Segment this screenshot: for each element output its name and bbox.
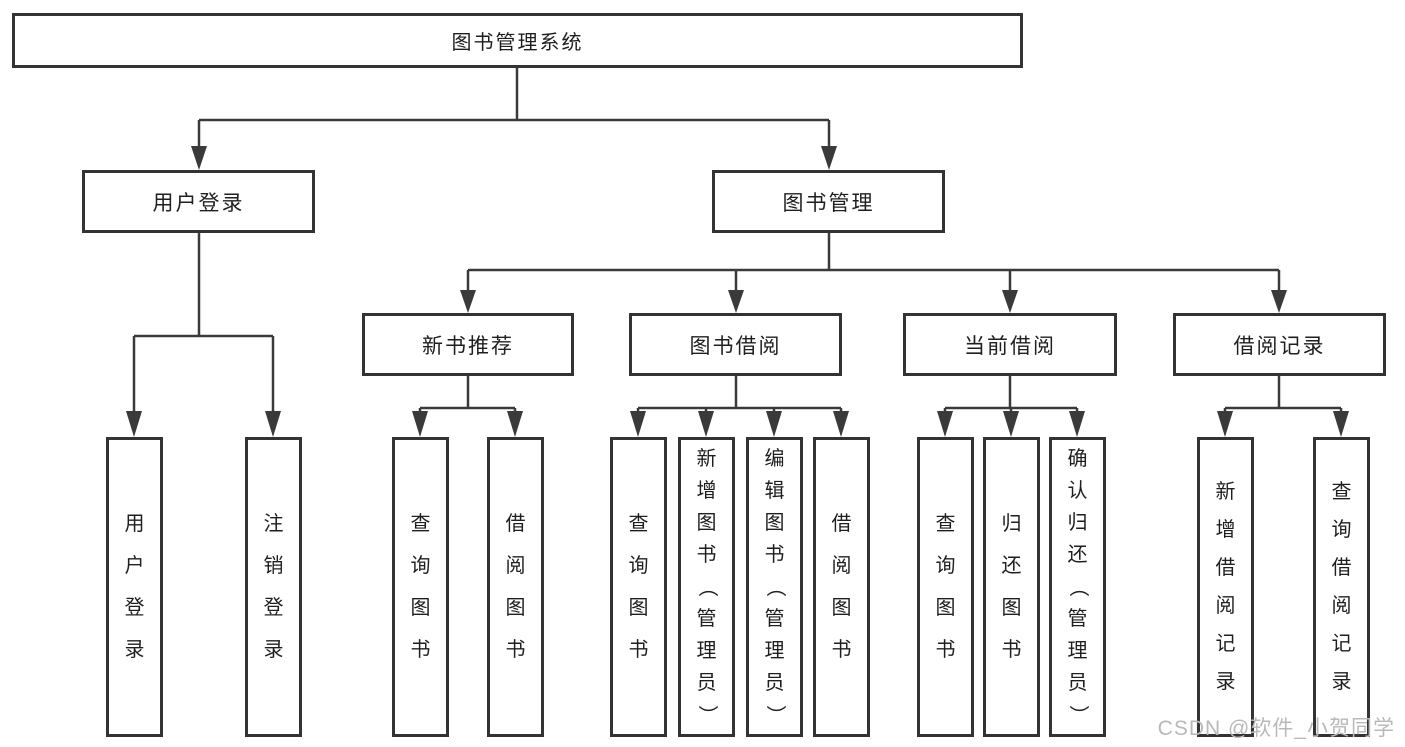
leaf-label: 查询借阅记录 bbox=[1331, 481, 1352, 693]
arrowhead bbox=[937, 411, 953, 437]
arrowhead bbox=[1003, 411, 1019, 437]
leaf-edit-book-admin: 编辑图书（管理员） bbox=[746, 437, 803, 737]
node-current-borrow: 当前借阅 bbox=[903, 313, 1117, 376]
arrowhead bbox=[126, 411, 142, 437]
leaf-query-books-borrow: 查询图书 bbox=[610, 437, 667, 737]
arrowhead bbox=[460, 290, 476, 313]
leaf-label: 编辑图书（管理员） bbox=[763, 448, 786, 725]
node-new-book-recommend: 新书推荐 bbox=[362, 313, 574, 376]
edge-new-book-to-leaves bbox=[418, 376, 517, 414]
edge-book-borrow-to-leaves bbox=[636, 376, 843, 414]
leaf-label: 借阅图书 bbox=[505, 513, 526, 661]
edge-borrow-records-to-leaves bbox=[1223, 376, 1343, 414]
arrowhead bbox=[507, 411, 523, 437]
arrowhead bbox=[630, 411, 646, 437]
leaf-label: 查询图书 bbox=[410, 513, 431, 661]
node-label: 图书管理系统 bbox=[451, 32, 584, 54]
leaf-add-borrow-record: 新增借阅记录 bbox=[1197, 437, 1254, 737]
leaf-label: 确认归还（管理员） bbox=[1066, 448, 1089, 725]
leaf-user-login: 用户登录 bbox=[106, 437, 163, 737]
node-book-management: 图书管理 bbox=[712, 170, 945, 233]
node-label: 图书管理 bbox=[782, 191, 875, 215]
node-borrow-records: 借阅记录 bbox=[1173, 313, 1386, 376]
leaf-label: 查询图书 bbox=[935, 513, 956, 661]
leaf-add-book-admin: 新增图书（管理员） bbox=[678, 437, 735, 737]
leaf-query-books-current: 查询图书 bbox=[917, 437, 974, 737]
arrowhead bbox=[1333, 411, 1349, 437]
node-label: 当前借阅 bbox=[964, 334, 1056, 358]
leaf-label: 借阅图书 bbox=[831, 513, 852, 661]
watermark-text: CSDN @软件_小贺同学 bbox=[1157, 717, 1395, 740]
leaf-confirm-return-admin: 确认归还（管理员） bbox=[1049, 437, 1106, 737]
arrowhead bbox=[728, 290, 744, 313]
leaf-label: 新增图书（管理员） bbox=[695, 448, 718, 725]
edge-root-to-level2 bbox=[197, 68, 831, 150]
leaf-query-books-recommend: 查询图书 bbox=[392, 437, 449, 737]
arrowhead bbox=[191, 146, 207, 170]
leaf-logout: 注销登录 bbox=[245, 437, 302, 737]
arrowhead bbox=[1069, 411, 1085, 437]
edge-user-login-to-leaves bbox=[132, 233, 275, 414]
leaf-borrow-books: 借阅图书 bbox=[813, 437, 870, 737]
leaf-label: 查询图书 bbox=[628, 513, 649, 661]
edge-book-mgmt-to-level3 bbox=[466, 233, 1281, 294]
edge-current-borrow-to-leaves bbox=[943, 376, 1079, 414]
arrowhead bbox=[412, 411, 428, 437]
arrowhead bbox=[265, 411, 281, 437]
arrowhead bbox=[766, 411, 782, 437]
node-user-login: 用户登录 bbox=[82, 170, 315, 233]
leaf-borrow-books-recommend: 借阅图书 bbox=[487, 437, 544, 737]
leaf-label: 新增借阅记录 bbox=[1215, 481, 1236, 693]
node-book-borrow: 图书借阅 bbox=[629, 313, 842, 376]
node-label: 图书借阅 bbox=[689, 334, 782, 358]
leaf-query-borrow-record: 查询借阅记录 bbox=[1313, 437, 1370, 737]
arrowhead bbox=[833, 411, 849, 437]
arrowhead bbox=[1217, 411, 1233, 437]
arrowhead bbox=[1002, 290, 1018, 313]
leaf-label: 归还图书 bbox=[1001, 513, 1022, 661]
node-label: 借阅记录 bbox=[1233, 334, 1326, 358]
leaf-label: 用户登录 bbox=[124, 513, 145, 661]
arrowhead bbox=[698, 411, 714, 437]
arrowhead bbox=[821, 146, 837, 170]
arrowhead bbox=[1271, 290, 1287, 313]
node-label: 新书推荐 bbox=[422, 334, 514, 358]
node-library-system-root: 图书管理系统 bbox=[12, 13, 1023, 68]
leaf-label: 注销登录 bbox=[263, 513, 284, 661]
node-label: 用户登录 bbox=[152, 191, 245, 215]
leaf-return-book: 归还图书 bbox=[983, 437, 1040, 737]
